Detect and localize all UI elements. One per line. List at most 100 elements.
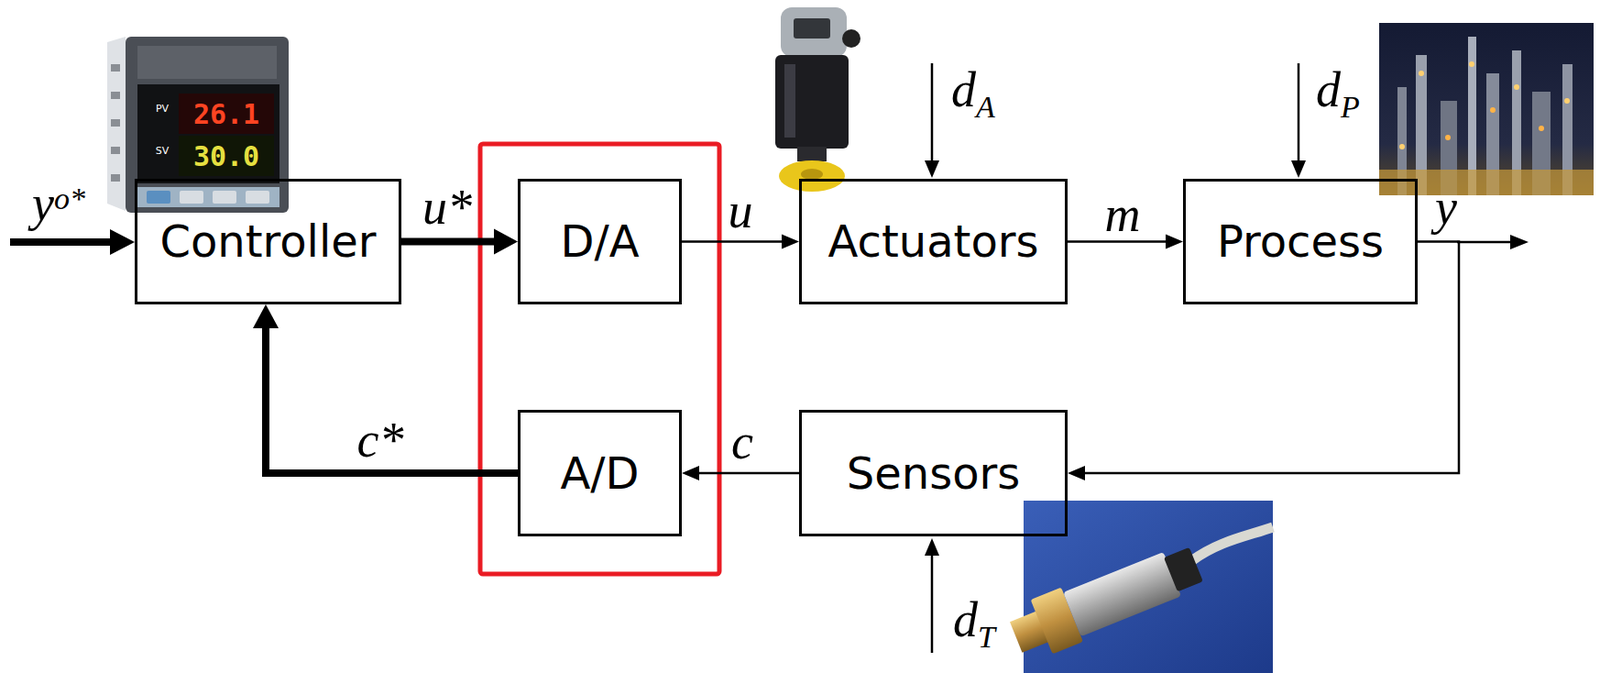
digital-signal-arrow <box>401 229 518 255</box>
converter-frame <box>480 143 720 574</box>
device-button <box>179 190 204 204</box>
arrow-head <box>924 160 940 178</box>
plant-light <box>1538 125 1545 132</box>
plant-light <box>1468 61 1475 67</box>
disturbance-line <box>931 63 934 164</box>
sensor-cable <box>1191 526 1273 561</box>
signal-name: yo* <box>32 178 86 229</box>
signal-name: m <box>1105 189 1141 240</box>
pv-window <box>178 93 274 134</box>
plant-light <box>1399 143 1405 150</box>
sensor-photo <box>1005 500 1273 673</box>
signal-name: y <box>1435 182 1458 232</box>
box-label: Process <box>1216 217 1384 266</box>
valve-highlight <box>784 64 796 138</box>
box-text-stack: Actuators <box>828 217 1040 266</box>
process-box: Process <box>1183 178 1418 305</box>
box-text-stack: Process <box>1216 217 1384 266</box>
display-digits: 30.0 <box>193 142 260 171</box>
device-button <box>212 190 237 204</box>
connector-line <box>697 471 800 475</box>
valve-photo <box>775 7 861 192</box>
disturbance-name: dA <box>951 65 996 123</box>
box-text-stack: A/D <box>560 449 640 498</box>
converter-box: D/A <box>517 178 682 305</box>
connector-line <box>265 326 518 473</box>
plant-light <box>1490 107 1496 113</box>
valve-knob <box>842 29 861 48</box>
analog-signal-arrow <box>681 234 800 250</box>
display-caption: SV <box>155 145 170 156</box>
arrow-head <box>1510 234 1529 250</box>
plant-light <box>1445 134 1451 141</box>
signal-name: u <box>728 186 754 236</box>
terminal-strip <box>110 119 121 127</box>
connector-line <box>401 238 496 246</box>
signal-name: c* <box>357 415 405 465</box>
disturbance-name: dP <box>1315 65 1360 123</box>
night-sky <box>1379 22 1594 196</box>
plant-light <box>1564 98 1570 104</box>
plant-light <box>1513 84 1520 90</box>
valve-cap <box>780 7 847 57</box>
arrow-head <box>1165 234 1184 250</box>
box-text-stack: Controller <box>159 217 376 266</box>
display-digits: 26.1 <box>193 100 260 129</box>
arrow-head <box>781 234 800 250</box>
sensor-box: Sensors <box>799 409 1068 537</box>
disturbance-name: dT <box>953 594 996 653</box>
connector-line <box>1083 241 1459 474</box>
disturbance-line <box>931 553 934 653</box>
connector-line <box>1067 240 1168 243</box>
device-top <box>137 45 277 79</box>
box-label: Sensors <box>846 449 1021 498</box>
digital-signal-arrow <box>252 304 518 473</box>
arrow-head <box>252 304 279 329</box>
box-text-stack: D/A <box>560 217 640 266</box>
box-text-stack: Sensors <box>846 449 1021 498</box>
photo-ground <box>1023 500 1273 673</box>
valve-wheel <box>778 160 845 192</box>
actuator-box: Actuators <box>799 178 1068 305</box>
terminal-strip <box>110 64 121 72</box>
sensor-housing <box>1063 551 1182 636</box>
device-button <box>146 190 171 204</box>
arrow-head <box>493 229 518 255</box>
display-caption: PV <box>155 103 169 114</box>
valve-body <box>775 54 849 149</box>
controller-box: Controller <box>134 178 402 305</box>
device-front <box>125 36 289 213</box>
box-label: A/D <box>560 449 640 498</box>
arrow-head <box>1291 160 1306 178</box>
sensor-body <box>1005 536 1208 665</box>
sv-window <box>178 135 274 176</box>
arrow-head <box>924 537 940 556</box>
device-side <box>107 36 126 211</box>
terminal-strip <box>110 174 121 182</box>
analog-signal-arrow <box>1067 241 1459 482</box>
ground-glow <box>1379 169 1594 196</box>
box-label: Actuators <box>828 217 1040 266</box>
button-strip <box>137 186 280 208</box>
arrow-head <box>1067 465 1085 481</box>
signal-name: u* <box>422 182 472 232</box>
valve-neck <box>797 146 827 162</box>
valve-window <box>793 18 831 39</box>
arrow-head <box>681 465 700 481</box>
display-bezel <box>137 84 280 184</box>
box-label: D/A <box>560 217 640 266</box>
output-line <box>1457 241 1514 244</box>
setpoint-line <box>10 238 114 246</box>
refinery-photo <box>1379 22 1594 196</box>
connector-line <box>681 240 784 243</box>
sensor-gland <box>1163 547 1204 592</box>
arrow-head <box>109 229 135 255</box>
plant-light <box>1418 70 1425 77</box>
device-button <box>245 190 270 204</box>
box-label: Controller <box>159 217 376 266</box>
disturbance-line <box>1297 63 1301 164</box>
converter-box: A/D <box>517 409 682 537</box>
signal-name: c <box>731 416 754 467</box>
terminal-strip <box>110 91 121 99</box>
